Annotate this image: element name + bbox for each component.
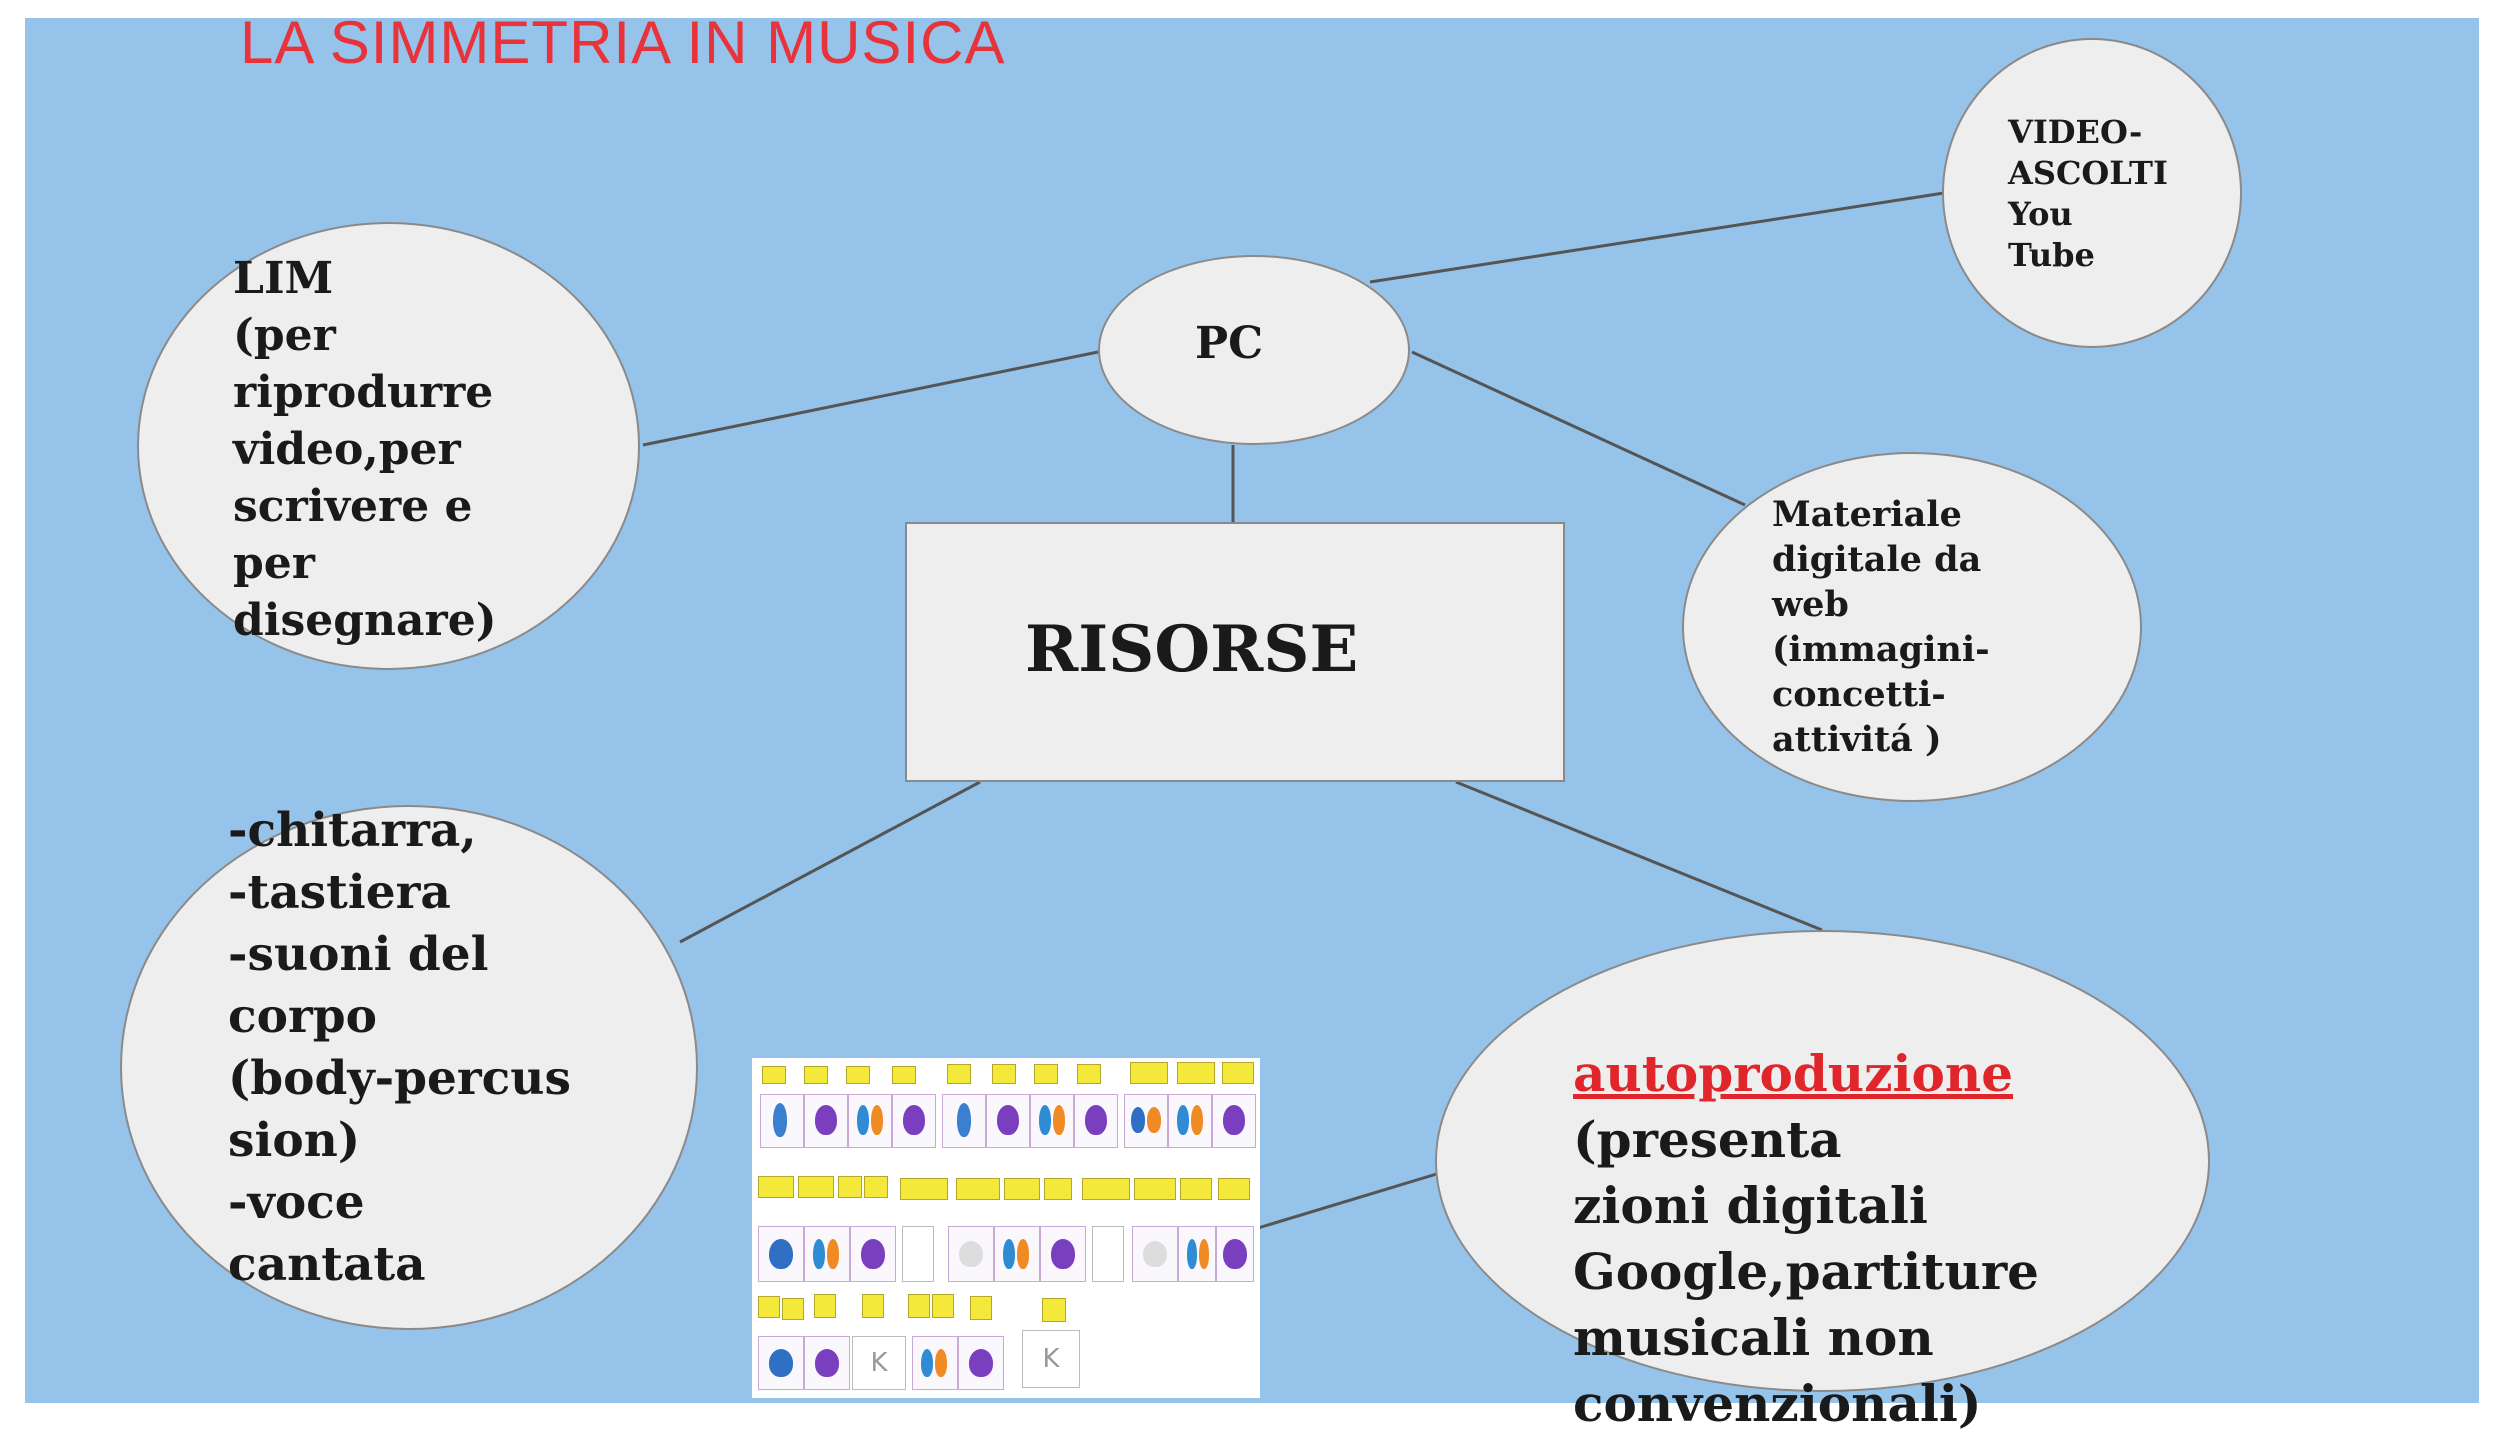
score-figure bbox=[892, 1094, 936, 1148]
node-pc bbox=[1098, 255, 1410, 445]
score-chip bbox=[758, 1296, 780, 1318]
score-chip bbox=[1177, 1062, 1215, 1084]
score-figure bbox=[1074, 1094, 1118, 1148]
score-figure bbox=[912, 1336, 958, 1390]
node-lim bbox=[137, 222, 640, 670]
node-materiale bbox=[1682, 452, 2142, 802]
score-figure bbox=[958, 1336, 1004, 1390]
score-figure bbox=[1040, 1226, 1086, 1282]
autoproduzione-title: autoproduzione bbox=[1573, 1044, 2014, 1103]
score-chip bbox=[804, 1066, 828, 1084]
score-chip bbox=[862, 1294, 884, 1318]
edge-risorse-strumenti bbox=[679, 780, 981, 944]
node-lim-label: LIM (per riprodurre video,per scrivere e… bbox=[233, 253, 497, 646]
score-figure bbox=[804, 1226, 850, 1282]
score-figure bbox=[1168, 1094, 1212, 1148]
autoproduzione-body: (presenta zioni digitali Google,partitur… bbox=[1573, 1110, 2039, 1433]
score-chip bbox=[1077, 1064, 1101, 1084]
node-risorse bbox=[905, 522, 1565, 782]
score-chip bbox=[947, 1064, 971, 1084]
score-figure bbox=[804, 1336, 850, 1390]
score-chip bbox=[1034, 1064, 1058, 1084]
score-figure bbox=[1212, 1094, 1256, 1148]
score-figure bbox=[1216, 1226, 1254, 1282]
score-chip bbox=[864, 1176, 888, 1198]
node-autoproduzione-label: autoproduzione (presenta zioni digitali G… bbox=[1573, 975, 2039, 1437]
score-figure bbox=[1132, 1226, 1178, 1282]
edge-pc-materiale bbox=[1411, 350, 1746, 507]
score-figure bbox=[848, 1094, 892, 1148]
score-figure bbox=[1124, 1094, 1168, 1148]
score-k-box: K bbox=[852, 1336, 906, 1390]
score-chip bbox=[758, 1176, 794, 1198]
diagram-title: LA SIMMETRIA IN MUSICA bbox=[240, 9, 1006, 76]
node-autoproduzione bbox=[1435, 930, 2210, 1392]
node-strumenti-label: -chitarra, -tastiera -suoni del corpo (b… bbox=[228, 803, 571, 1292]
score-chip bbox=[900, 1178, 948, 1200]
score-chip bbox=[1130, 1062, 1168, 1084]
score-figure bbox=[994, 1226, 1040, 1282]
score-chip bbox=[1222, 1062, 1254, 1084]
score-chip bbox=[798, 1176, 834, 1198]
score-figure bbox=[1178, 1226, 1216, 1282]
score-blank-box bbox=[1092, 1226, 1124, 1282]
score-chip bbox=[908, 1294, 930, 1318]
score-chip bbox=[892, 1066, 916, 1084]
score-chip bbox=[838, 1176, 862, 1198]
score-chip bbox=[814, 1294, 836, 1318]
score-blank-box bbox=[902, 1226, 934, 1282]
node-video bbox=[1942, 38, 2242, 348]
score-chip bbox=[1180, 1178, 1212, 1200]
score-figure bbox=[760, 1094, 804, 1148]
edge-risorse-autoproduzione bbox=[1455, 780, 1823, 932]
score-figure bbox=[986, 1094, 1030, 1148]
score-chip bbox=[846, 1066, 870, 1084]
score-chip bbox=[1004, 1178, 1040, 1200]
score-chip bbox=[762, 1066, 786, 1084]
score-figure bbox=[948, 1226, 994, 1282]
node-risorse-label: RISORSE bbox=[1025, 612, 1359, 687]
node-video-label: VIDEO- ASCOLTI You Tube bbox=[2008, 113, 2168, 274]
edge-pc-video bbox=[1369, 191, 1945, 284]
score-k-box: K bbox=[1022, 1330, 1080, 1388]
score-chip bbox=[782, 1298, 804, 1320]
score-chip bbox=[992, 1064, 1016, 1084]
score-chip bbox=[1042, 1298, 1066, 1322]
score-chip bbox=[1134, 1178, 1176, 1200]
score-chip bbox=[1218, 1178, 1250, 1200]
score-chip bbox=[932, 1294, 954, 1318]
score-figure bbox=[804, 1094, 848, 1148]
node-strumenti bbox=[120, 805, 698, 1330]
score-chip bbox=[970, 1296, 992, 1320]
score-figure bbox=[850, 1226, 896, 1282]
edge-autoproduzione-thumbnail bbox=[1257, 1171, 1441, 1230]
score-chip bbox=[1082, 1178, 1130, 1200]
node-pc-label: PC bbox=[1195, 318, 1264, 369]
score-thumbnail: K K bbox=[752, 1058, 1260, 1398]
score-figure bbox=[942, 1094, 986, 1148]
score-chip bbox=[956, 1178, 1000, 1200]
score-figure bbox=[758, 1336, 804, 1390]
node-materiale-label: Materiale digitale da web (immagini- con… bbox=[1772, 494, 1990, 760]
score-chip bbox=[1044, 1178, 1072, 1200]
edge-pc-lim bbox=[642, 350, 1099, 447]
score-figure bbox=[1030, 1094, 1074, 1148]
score-figure bbox=[758, 1226, 804, 1282]
